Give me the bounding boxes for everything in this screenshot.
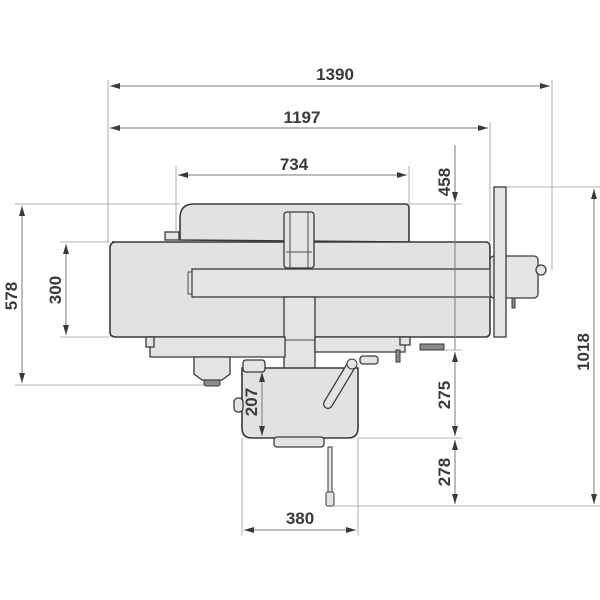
lever-right [419, 343, 445, 351]
dim-table-width: 1197 [284, 108, 321, 127]
dim-right-offset: 275 [435, 381, 454, 409]
right-vertical-bar [493, 186, 507, 338]
dimension-lines [19, 83, 597, 533]
fence-bar [191, 268, 537, 298]
dim-overall-depth-left: 578 [2, 282, 21, 310]
guard-column-upper [283, 211, 315, 269]
dim-base-width: 380 [286, 509, 314, 528]
dim-upper-table-width: 734 [280, 155, 309, 174]
crank-handle [323, 355, 379, 409]
fence-knob [535, 264, 547, 276]
dim-table-depth: 300 [46, 276, 65, 304]
side-knob [233, 397, 244, 413]
dim-overall-width: 1390 [316, 65, 354, 84]
dim-base-depth: 207 [242, 388, 261, 416]
base-foot [273, 436, 325, 448]
extension-lines [15, 80, 600, 535]
machine-outline [109, 186, 547, 507]
upper-table-tab [164, 231, 180, 241]
adjustment-rod [325, 446, 335, 507]
motor-housing [193, 356, 231, 381]
fence-pin [511, 297, 516, 309]
dim-bottom-offset: 278 [435, 458, 454, 486]
base-cabinet [241, 367, 359, 439]
underside-frame-right [314, 336, 406, 353]
motor-shaft [203, 379, 221, 387]
underside-frame [149, 336, 286, 358]
dim-overall-depth-right: 1018 [574, 333, 593, 371]
dim-upper-offset: 458 [435, 168, 454, 196]
